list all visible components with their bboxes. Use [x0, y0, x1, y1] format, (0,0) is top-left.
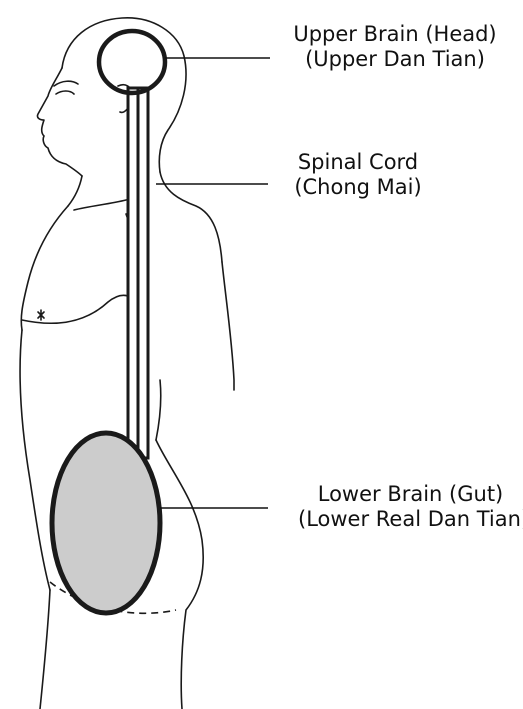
back-arm [222, 262, 234, 390]
back-waist [156, 380, 161, 440]
eye [56, 91, 74, 94]
front-neck [68, 176, 82, 206]
face-profile [37, 68, 82, 176]
spinal-cord [128, 88, 148, 458]
nipple [38, 310, 44, 320]
pectoral-line [22, 295, 132, 323]
lower-brain-label: Lower Brain (Gut) (Lower Real Dan Tian) [298, 482, 523, 532]
back-neck [160, 172, 222, 262]
spinal-cord-label-line2: (Chong Mai) [268, 175, 448, 200]
upper-brain-label: Upper Brain (Head) (Upper Dan Tian) [272, 22, 518, 72]
spinal-cord-label-line1: Spinal Cord [268, 150, 448, 175]
lower-brain-label-line2: (Lower Real Dan Tian) [298, 507, 523, 532]
spinal-cord-label: Spinal Cord (Chong Mai) [268, 150, 448, 200]
brow [54, 81, 78, 86]
front-leg [40, 590, 50, 709]
buttock [156, 440, 203, 709]
upper-brain-label-line2: (Upper Dan Tian) [272, 47, 518, 72]
chest-front [21, 206, 68, 330]
upper-brain-label-line1: Upper Brain (Head) [272, 22, 518, 47]
lower-brain-ellipse [52, 433, 160, 613]
clavicle [74, 200, 126, 210]
head-outline [62, 18, 186, 172]
upper-brain-circle [99, 31, 165, 93]
belly-front [20, 330, 50, 590]
lower-brain-label-line1: Lower Brain (Gut) [298, 482, 523, 507]
